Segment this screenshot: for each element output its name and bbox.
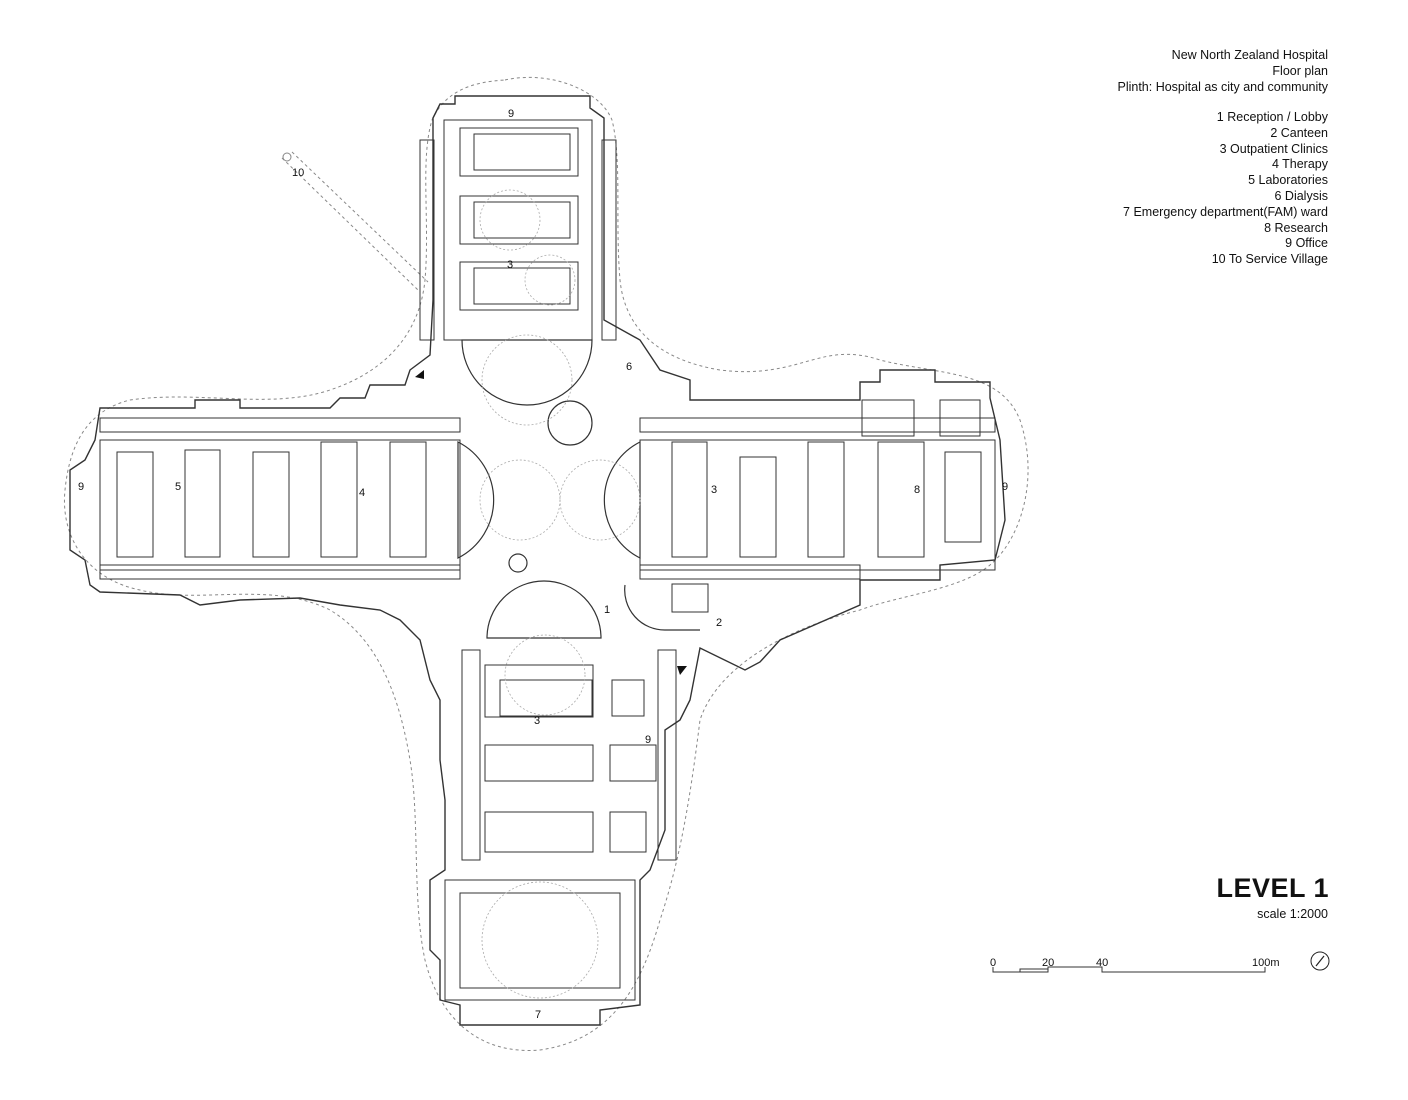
- label-office-south: 9: [645, 734, 651, 746]
- scale-label-20: 20: [1042, 957, 1055, 969]
- label-outpatient-north: 3: [507, 259, 513, 271]
- project-title: New North Zealand Hospital: [1171, 48, 1328, 62]
- legend-item: 10 To Service Village: [1211, 252, 1328, 267]
- legend-item: 2 Canteen: [1270, 125, 1328, 140]
- entrance-arrow-icon: [415, 370, 424, 379]
- legend-item: 7 Emergency department(FAM) ward: [1123, 204, 1328, 219]
- west-wing: [99, 417, 461, 580]
- label-emergency: 7: [535, 1009, 541, 1021]
- title-block: New North Zealand Hospital Floor plan Pl…: [1117, 48, 1328, 95]
- north-arrow-icon: [1310, 951, 1330, 971]
- label-office-east: 9: [1002, 481, 1008, 493]
- drawing-type: Floor plan: [1272, 63, 1328, 78]
- legend-item: 3 Outpatient Clinics: [1219, 141, 1328, 156]
- legend-item: 1 Reception / Lobby: [1216, 110, 1328, 124]
- entrance-arrow-icon: [677, 666, 687, 675]
- label-laboratories: 5: [175, 481, 181, 493]
- legend-item: 4 Therapy: [1271, 157, 1328, 172]
- legend-item: 5 Laboratories: [1248, 173, 1328, 188]
- legend: 1 Reception / Lobby 2 Canteen 3 Outpatie…: [1123, 110, 1328, 268]
- legend-item: 9 Office: [1285, 236, 1328, 251]
- building-footprint: [69, 95, 1006, 1026]
- service-village-marker: [282, 152, 292, 162]
- east-wing: [639, 399, 996, 613]
- label-canteen: 2: [716, 617, 722, 629]
- level-title: LEVEL 1: [1216, 873, 1329, 903]
- label-research: 8: [914, 484, 920, 496]
- label-service-village: 10: [292, 167, 304, 179]
- label-therapy: 4: [359, 487, 365, 499]
- site-outline: [63, 76, 1029, 1051]
- legend-item: 6 Dialysis: [1274, 188, 1329, 203]
- central-plaza: [457, 339, 700, 639]
- north-wing: [419, 119, 617, 341]
- service-village-path: [281, 151, 429, 291]
- label-outpatient-east: 3: [711, 484, 717, 496]
- label-dialysis: 6: [626, 361, 632, 373]
- scale-label-100: 100m: [1252, 957, 1280, 969]
- scale-bar: [992, 966, 1266, 973]
- label-office-north: 9: [508, 108, 514, 120]
- drawing-subtitle: Plinth: Hospital as city and community: [1117, 79, 1328, 94]
- south-wing: [444, 649, 677, 1001]
- label-reception: 1: [604, 604, 610, 616]
- scale-note: scale 1:2000: [1257, 907, 1328, 921]
- legend-item: 8 Research: [1264, 220, 1328, 235]
- scale-label-40: 40: [1096, 957, 1109, 969]
- label-office-west: 9: [78, 481, 84, 493]
- courtyard-patterns: [479, 189, 641, 999]
- scale-label-0: 0: [990, 957, 997, 969]
- label-outpatient-south: 3: [534, 715, 540, 727]
